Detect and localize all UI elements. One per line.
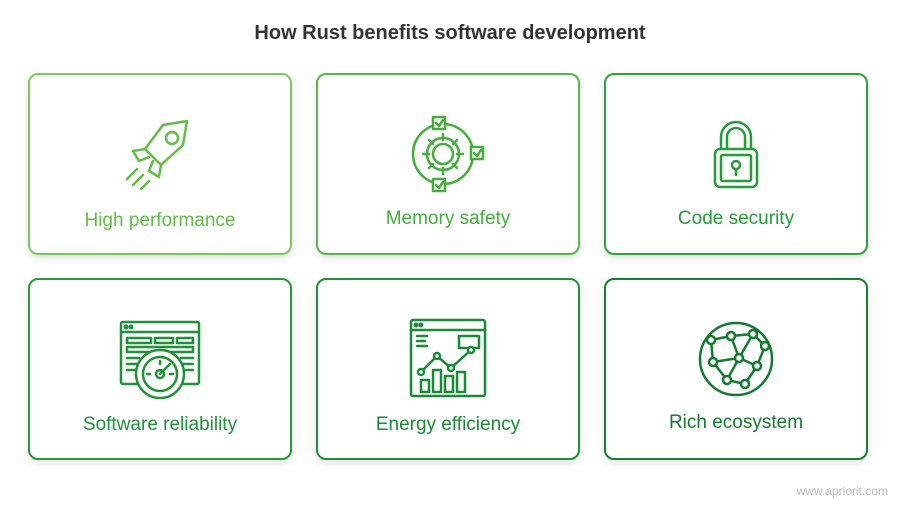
dashboard-gauge-icon [115,314,205,404]
footer-watermark: www.apriorit.com [796,484,888,498]
card-label: Memory safety [385,208,511,229]
card-label: Rich ecosystem [668,412,804,433]
benefit-card-rich-ecosystem: Rich ecosystem [604,278,868,460]
benefit-card-high-performance: High performance [28,73,292,255]
page-title: How Rust benefits software development [254,22,646,44]
card-label: Code security [677,208,795,229]
rocket-icon [115,109,205,199]
card-label: Software reliability [82,414,238,435]
benefit-card-software-reliability: Software reliability [28,278,292,460]
benefit-card-code-security: Code security [604,73,868,255]
card-label: High performance [84,210,236,231]
benefit-card-energy-efficiency: Energy efficiency [316,278,580,460]
analytics-chart-icon [403,314,493,404]
benefit-card-memory-safety: Memory safety [316,73,580,255]
card-label: Energy efficiency [375,414,521,435]
network-globe-icon [691,314,781,404]
gear-checklist-icon [403,109,493,199]
padlock-icon [691,109,781,199]
